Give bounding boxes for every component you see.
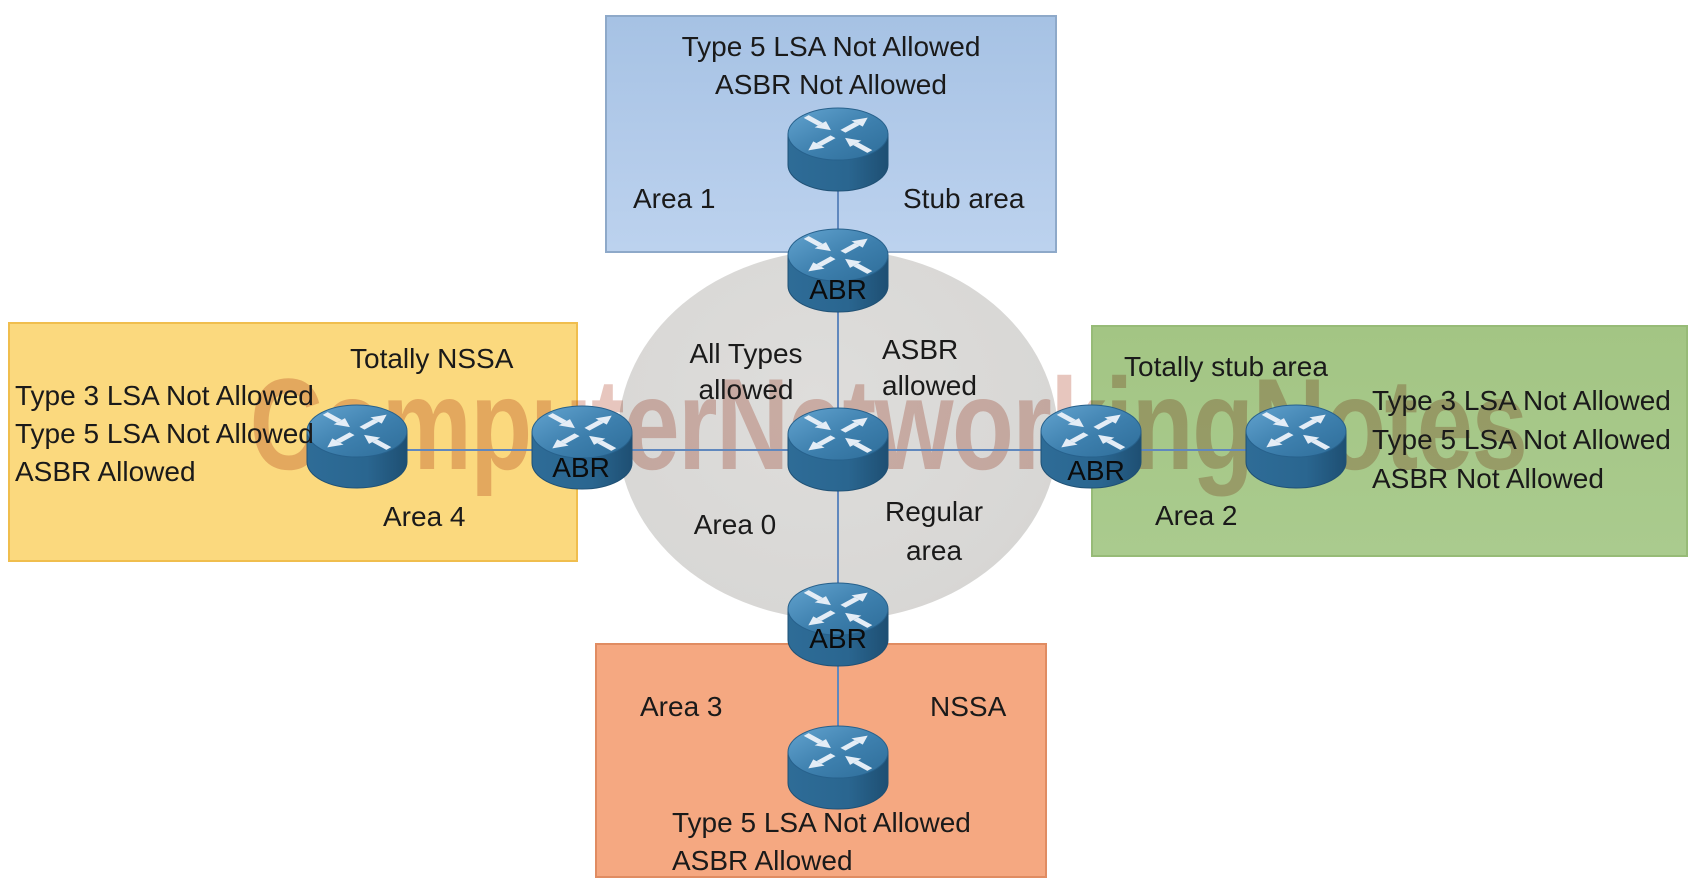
area4-name-label: Area 4 <box>383 501 466 532</box>
abr-label-top: ABR <box>809 274 867 305</box>
area2-rule-2: Type 5 LSA Not Allowed <box>1372 424 1671 455</box>
area3-name-label: Area 3 <box>640 691 723 722</box>
area1-rules: Type 5 LSA Not Allowed ASBR Not Allowed <box>605 28 1057 104</box>
area4-rule-3: ASBR Allowed <box>15 456 196 487</box>
router-icon <box>531 405 633 490</box>
area4-type-label: Totally NSSA <box>350 343 514 374</box>
router-icon <box>1245 404 1347 489</box>
area3-rules: Type 5 LSA Not Allowed ASBR Allowed <box>672 804 971 880</box>
area1-rule-1: Type 5 LSA Not Allowed <box>681 31 981 62</box>
router-stub-area <box>786 107 890 193</box>
area1-type-label: Stub area <box>903 183 1025 214</box>
router-icon <box>787 582 889 667</box>
backbone-name-label: Area 0 <box>693 509 777 540</box>
router-abr-top <box>786 228 890 314</box>
router-icon <box>1040 404 1142 489</box>
router-icon <box>787 407 889 492</box>
area1-rule-2: ASBR Not Allowed <box>715 69 947 100</box>
router-area4 <box>305 404 409 490</box>
area4-totally-nssa-box <box>8 322 578 562</box>
abr-label-bottom: ABR <box>809 623 867 654</box>
router-icon <box>787 107 889 192</box>
area3-rule-2: ASBR Allowed <box>672 845 853 876</box>
area2-name-label: Area 2 <box>1155 500 1238 531</box>
router-icon <box>306 404 408 489</box>
abr-label-left: ABR <box>552 452 610 483</box>
area4-rules: Type 3 LSA Not Allowed Type 5 LSA Not Al… <box>15 377 314 491</box>
area2-rules: Type 3 LSA Not Allowed Type 5 LSA Not Al… <box>1372 381 1671 498</box>
area2-totally-stub-box <box>1091 325 1688 557</box>
area3-rule-1: Type 5 LSA Not Allowed <box>672 807 971 838</box>
area2-type-label: Totally stub area <box>1124 351 1328 382</box>
area3-type-label: NSSA <box>930 691 1007 722</box>
area2-rule-1: Type 3 LSA Not Allowed <box>1372 385 1671 416</box>
router-icon <box>787 228 889 313</box>
backbone-lsa-note: All Types allowed <box>689 338 803 405</box>
backbone-region-label: Regular area <box>884 496 984 566</box>
router-backbone <box>786 407 890 493</box>
backbone-asbr-note: ASBR allowed <box>882 334 977 401</box>
router-icon <box>787 725 889 810</box>
router-area2 <box>1244 404 1348 490</box>
area2-rule-3: ASBR Not Allowed <box>1372 463 1604 494</box>
router-abr-bottom <box>786 582 890 668</box>
abr-label-right: ABR <box>1067 455 1125 486</box>
area4-rule-1: Type 3 LSA Not Allowed <box>15 380 314 411</box>
area4-rule-2: Type 5 LSA Not Allowed <box>15 418 314 449</box>
router-area3 <box>786 725 890 811</box>
area1-name-label: Area 1 <box>633 183 716 214</box>
router-abr-right <box>1039 404 1143 490</box>
router-abr-left <box>530 405 634 491</box>
